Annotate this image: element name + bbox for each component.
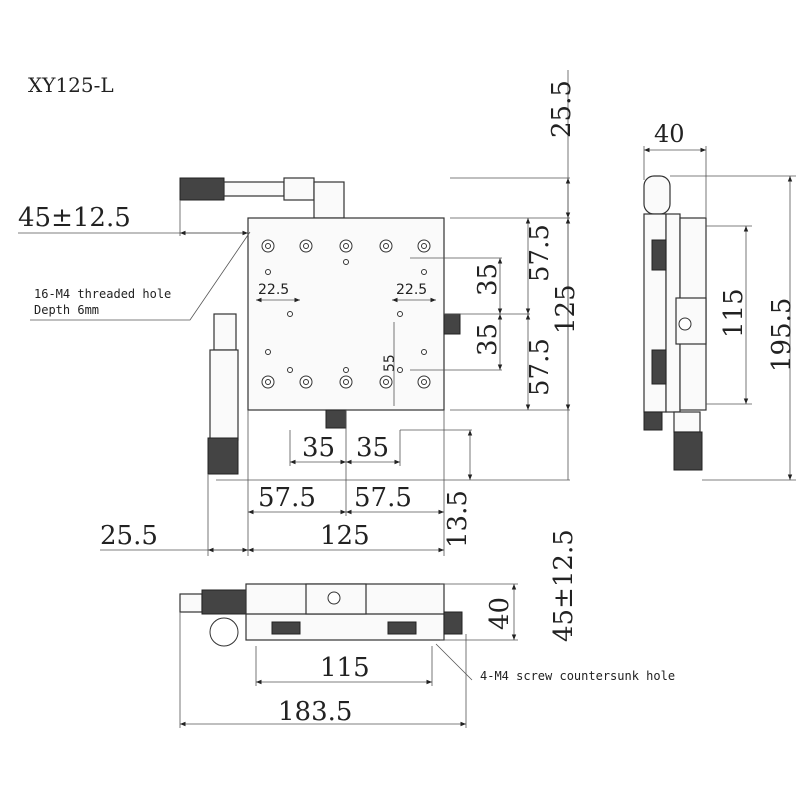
front-clamp-right <box>387 621 417 635</box>
dim-text-57-5-top: 57.5 <box>525 224 555 282</box>
top-view <box>179 177 461 475</box>
threaded-hole <box>421 269 427 275</box>
micrometer-sleeve <box>223 181 285 197</box>
counterbore-inner <box>343 379 349 385</box>
dim-text-45-top: 45±12.5 <box>18 203 131 233</box>
side-micrometer-sleeve <box>673 411 701 433</box>
dim-text-115-front: 115 <box>320 653 370 683</box>
side-micrometer-knurl <box>673 431 703 471</box>
threaded-hole <box>421 349 427 355</box>
threaded-hole <box>287 311 293 317</box>
dim-text-35-h-right: 35 <box>356 433 389 463</box>
dim-text-35-top: 35 <box>473 263 503 296</box>
counterbore-inner <box>383 379 389 385</box>
dim-text-115-side: 115 <box>719 288 749 338</box>
threaded-hole <box>397 367 403 373</box>
front-round-end <box>209 617 239 647</box>
front-right-knob <box>443 611 463 635</box>
note-threaded-hole: 16-M4 threaded hole <box>34 287 171 301</box>
front-clamp-left <box>271 621 301 635</box>
threaded-hole <box>343 367 349 373</box>
front-knurl <box>201 589 247 615</box>
left-micrometer-mount <box>213 313 237 351</box>
front-knob <box>179 593 203 613</box>
note-countersunk: 4-M4 screw countersunk hole <box>480 669 675 683</box>
threaded-hole <box>287 367 293 373</box>
threaded-leader <box>30 231 251 321</box>
micrometer-clamp <box>283 177 315 201</box>
top-view-dimensions <box>18 70 571 556</box>
drawing-title: XY125-L <box>28 73 114 97</box>
left-micrometer-knurl <box>207 437 239 475</box>
dim-text-40-side: 40 <box>654 120 685 148</box>
threaded-holes <box>261 239 431 389</box>
dim-text-57-5-bottom: 57.5 <box>525 338 555 396</box>
threaded-hole <box>397 311 403 317</box>
dim-text-125-h: 125 <box>320 521 370 551</box>
dim-text-57-5-h-left: 57.5 <box>258 483 316 513</box>
counterbore-inner <box>421 243 427 249</box>
dim-text-195-5: 195.5 <box>767 298 797 372</box>
dim-text-125-v: 125 <box>551 284 581 334</box>
micrometer-mount <box>313 181 345 219</box>
dim-text-13-5: 13.5 <box>443 490 473 548</box>
side-clamp-bottom <box>651 349 667 385</box>
right-drive-knob <box>443 313 461 335</box>
dim-text-40-front: 40 <box>485 597 515 630</box>
dim-text-22-5-left: 22.5 <box>258 282 289 298</box>
top-micrometer <box>179 177 345 219</box>
dim-text-57-5-h-right: 57.5 <box>354 483 412 513</box>
counterbore-inner <box>303 243 309 249</box>
counterbore-inner <box>421 379 427 385</box>
threaded-hole <box>265 349 271 355</box>
counterbore-inner <box>343 243 349 249</box>
front-view <box>179 583 518 728</box>
note-depth: Depth 6mm <box>34 303 99 317</box>
side-view <box>643 146 796 481</box>
front-screw <box>327 591 341 605</box>
dim-text-35-bottom: 35 <box>473 323 503 356</box>
dim-text-22-5-right: 22.5 <box>396 282 427 298</box>
dim-text-183-5: 183.5 <box>278 697 352 727</box>
dim-text-25-5-h: 25.5 <box>100 521 158 551</box>
counterbore-inner <box>303 379 309 385</box>
dim-text-35-h-left: 35 <box>302 433 335 463</box>
side-screw <box>678 317 692 331</box>
counterbore-inner <box>265 243 271 249</box>
counterbore-inner <box>265 379 271 385</box>
dim-text-45-front: 45±12.5 <box>549 529 579 642</box>
side-knob <box>643 411 663 431</box>
counterbore-inner <box>383 243 389 249</box>
dim-text-25-5-top: 25.5 <box>547 80 577 138</box>
left-micrometer <box>207 313 239 475</box>
countersunk-leader <box>435 643 473 681</box>
left-micrometer-sleeve <box>209 349 239 441</box>
threaded-hole <box>265 269 271 275</box>
dim-text-55: 55 <box>382 354 398 372</box>
micrometer-knurl <box>179 177 225 201</box>
bottom-drive-knob <box>325 409 347 429</box>
side-top-cap <box>643 175 671 215</box>
side-clamp-top <box>651 239 667 271</box>
threaded-hole <box>343 259 349 265</box>
